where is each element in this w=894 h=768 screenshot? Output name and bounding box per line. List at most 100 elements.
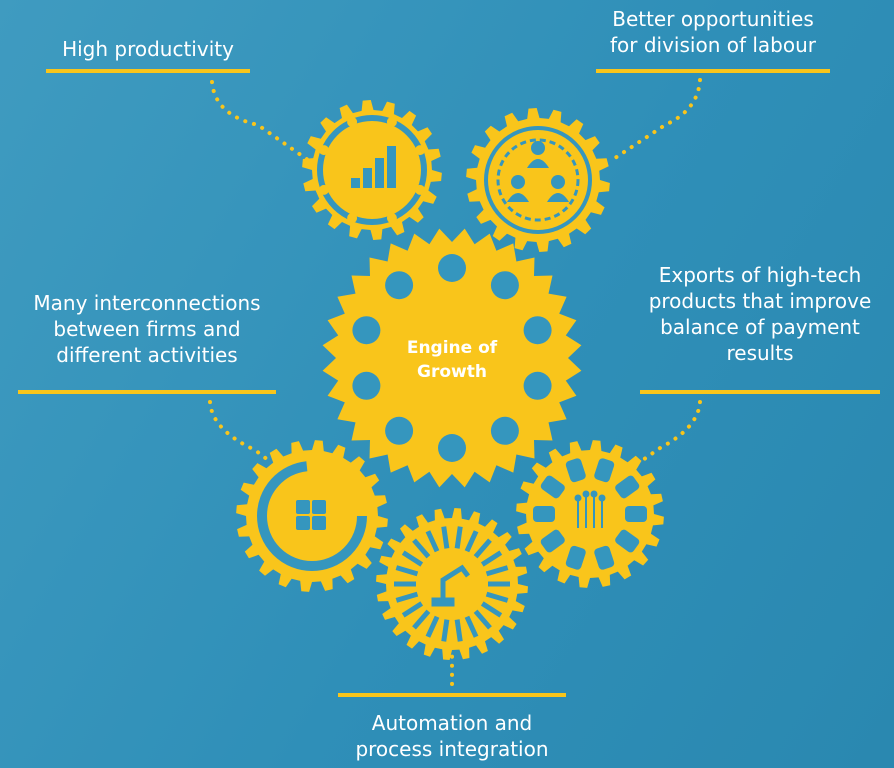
- automation-spoke: [485, 591, 509, 603]
- bar: [375, 158, 384, 188]
- automation-spoke: [425, 530, 440, 553]
- automation-spoke: [425, 615, 440, 638]
- label-underlines: [18, 69, 880, 697]
- center-gear-hole: [352, 371, 381, 400]
- exports-window: [565, 458, 586, 483]
- automation-spoke: [441, 619, 450, 642]
- division-dash-ring: [496, 138, 580, 222]
- productivity-bolt: [386, 116, 397, 127]
- automation-spoke: [401, 601, 424, 618]
- label-interconnections: Many interconnections between firms and …: [8, 290, 286, 368]
- center-gear: [322, 228, 582, 488]
- exports-gear-body: [516, 440, 664, 588]
- label-line: Automation and: [371, 711, 533, 735]
- circuit-icon: [574, 490, 606, 528]
- robot-arm-icon: [431, 564, 470, 607]
- circuit-node: [574, 494, 582, 502]
- automation-spoke: [464, 530, 479, 553]
- center-gear-hole: [490, 271, 519, 300]
- bar: [387, 146, 396, 188]
- puzzle-piece: [312, 500, 326, 514]
- underline-automation: [338, 693, 566, 697]
- underline-interconnections: [18, 390, 276, 394]
- exports-window: [533, 506, 555, 522]
- label-line: products that improve: [648, 289, 872, 313]
- exports-window: [565, 545, 586, 570]
- exports-window: [615, 529, 640, 553]
- underline-division: [596, 69, 830, 73]
- label-line: process integration: [355, 737, 549, 761]
- automation-spoke: [395, 591, 419, 603]
- center-gear-hole: [523, 316, 552, 345]
- automation-spoke: [480, 550, 503, 567]
- center-line: Engine of: [406, 338, 498, 358]
- label-line: results: [726, 341, 794, 365]
- automation-spoke: [480, 601, 503, 618]
- productivity-bolt: [347, 213, 358, 224]
- label-line: balance of payment: [660, 315, 860, 339]
- exports-window: [625, 506, 647, 522]
- productivity-bolt: [415, 184, 426, 195]
- circuit-node: [582, 490, 590, 498]
- puzzle-piece: [296, 500, 310, 514]
- exports-window: [540, 475, 565, 499]
- label-exports: Exports of high-tech products that impro…: [624, 262, 894, 366]
- interconnections-gear: [236, 440, 388, 592]
- label-line: Better opportunities: [612, 7, 814, 31]
- productivity-bolt: [318, 145, 329, 156]
- label-line: different activities: [56, 343, 238, 367]
- puzzle-piece: [296, 516, 310, 530]
- automation-gear: [376, 508, 528, 660]
- circuit-node: [590, 490, 598, 498]
- center-gear-body: [322, 228, 582, 488]
- productivity-ring: [317, 115, 427, 225]
- label-automation: Automation and process integration: [332, 710, 572, 762]
- person-body: [507, 193, 529, 202]
- label-line: Many interconnections: [33, 291, 261, 315]
- people-network-icon: [507, 141, 569, 202]
- automation-spoke: [473, 538, 492, 559]
- automation-spoke: [401, 550, 424, 567]
- person-head: [531, 141, 545, 155]
- center-gear-hole: [438, 254, 466, 282]
- person-body: [527, 159, 549, 168]
- division-ring: [484, 126, 592, 234]
- center-gear-hole: [490, 416, 519, 445]
- label-line: High productivity: [62, 37, 234, 61]
- automation-spoke: [454, 619, 463, 642]
- label-line: between firms and: [53, 317, 241, 341]
- exports-window: [594, 545, 615, 570]
- person-head: [551, 175, 565, 189]
- center-gear-hole: [523, 371, 552, 400]
- center-gear-hole: [385, 271, 414, 300]
- productivity-gear: [302, 100, 442, 240]
- robot-arm: [440, 564, 470, 598]
- dotted-connectors: [208, 78, 702, 686]
- interconnections-arc: [257, 461, 367, 571]
- person-head: [511, 175, 525, 189]
- connector-exports: [638, 400, 702, 464]
- automation-spoke: [485, 565, 509, 577]
- label-line: for division of labour: [609, 33, 817, 57]
- puzzle-icon: [296, 500, 326, 530]
- division-gear: [466, 108, 610, 252]
- label-division-of-labour: Better opportunities for division of lab…: [586, 6, 840, 58]
- automation-spoke: [473, 609, 492, 630]
- underline-exports: [640, 390, 880, 394]
- center-line: Growth: [417, 362, 487, 382]
- productivity-bolt: [415, 145, 426, 156]
- exports-gear: [516, 440, 664, 588]
- underline-high-productivity: [46, 69, 250, 73]
- automation-spoke: [454, 526, 463, 549]
- bar-chart-icon: [351, 146, 396, 188]
- center-gear-hole: [385, 416, 414, 445]
- robot-base: [431, 597, 455, 607]
- automation-spoke: [412, 538, 431, 559]
- exports-window: [615, 475, 640, 499]
- productivity-bolt: [318, 184, 329, 195]
- connector-interconnections: [208, 400, 270, 462]
- automation-spoke: [395, 565, 419, 577]
- automation-spoke: [412, 609, 431, 630]
- center-title: Engine of Growth: [382, 336, 522, 384]
